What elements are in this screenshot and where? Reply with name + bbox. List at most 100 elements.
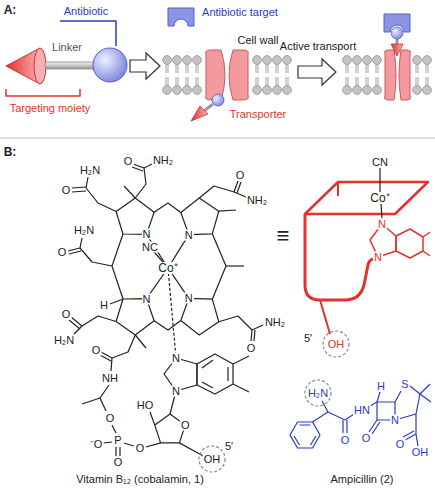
atom-label: O — [235, 170, 246, 181]
atom-label: H — [376, 381, 386, 392]
position-label: 5' — [303, 333, 313, 344]
atom-label: O — [105, 413, 116, 424]
cobalamin-structure — [234, 192, 246, 197]
b12-schematic — [305, 182, 430, 334]
atom-label: H — [99, 300, 109, 311]
atom-label: O — [246, 343, 257, 354]
ampicillin-structure — [420, 394, 431, 402]
atom-label: O — [113, 457, 124, 468]
atom-label: O — [180, 420, 191, 431]
transporter — [229, 50, 248, 100]
part-label: Cell wall — [237, 35, 280, 46]
transporter — [206, 50, 225, 100]
ampicillin-structure — [313, 412, 329, 422]
ampicillin-structure — [377, 392, 380, 402]
cobalamin-structure — [226, 265, 244, 266]
atom-label: ⁻O — [89, 439, 104, 450]
part-label: Antibiotic target — [201, 7, 279, 18]
released-conjugate — [391, 27, 403, 56]
atom-label: O — [123, 156, 134, 167]
cobalamin-structure — [135, 335, 146, 348]
cobalamin-structure — [154, 203, 181, 213]
b12-schematic — [396, 229, 423, 258]
small-conjugate — [212, 94, 224, 106]
cobalamin-structure — [100, 398, 106, 411]
cobalamin-structure — [111, 358, 112, 371]
part-label: Transporter — [229, 109, 287, 120]
ampicillin-structure — [328, 412, 345, 420]
atom-label: N — [184, 293, 194, 304]
cobalamin-structure — [124, 443, 134, 446]
cobalamin-structure — [219, 210, 236, 211]
atom-label: N — [142, 293, 152, 304]
cobalamin-structure — [132, 164, 144, 171]
atom-label: Co⁺ — [157, 262, 178, 274]
atom-label: OH — [203, 454, 222, 465]
conjugate — [34, 48, 46, 84]
cobalamin-structure — [197, 354, 233, 394]
b12-schematic — [337, 182, 339, 196]
cobalamin-structure — [100, 385, 109, 398]
b12-schematic — [423, 232, 430, 237]
transporter — [385, 50, 397, 100]
atom-label: P — [113, 435, 122, 446]
compound-caption: Ampicillin (2) — [330, 474, 395, 485]
cobalamin-structure — [135, 168, 146, 198]
conjugate — [6, 48, 127, 84]
conjugate — [93, 48, 127, 82]
atom-label: O — [340, 435, 351, 446]
cobalamin-structure — [146, 443, 161, 447]
ampicillin-structure — [410, 386, 420, 394]
panel-divider — [0, 138, 435, 139]
cell-membrane — [342, 55, 382, 95]
cobalamin-structure — [82, 398, 100, 404]
cobalamin-structure — [202, 360, 228, 388]
antibiotic-target — [168, 8, 194, 26]
ampicillin-structure — [416, 394, 420, 414]
cobalamin-structure — [110, 299, 123, 304]
atom-label: NH₂ — [152, 155, 174, 166]
cobalamin-structure — [124, 186, 135, 198]
small-conjugate — [191, 94, 224, 121]
cobalamin-structure — [112, 234, 123, 299]
atom-label: H₂N — [307, 388, 329, 399]
cell-membrane — [252, 55, 292, 95]
atom-label: O — [361, 433, 372, 444]
atom-label: O — [395, 439, 406, 450]
ampicillin-structure — [395, 391, 401, 402]
atom-label: OH — [411, 447, 430, 458]
ampicillin-structure — [420, 384, 430, 394]
highlight-circle — [323, 331, 349, 357]
cobalamin-structure — [80, 238, 82, 248]
cobalamin-structure — [68, 163, 263, 457]
atom-label: N — [142, 229, 152, 240]
part-label: Linker — [51, 42, 83, 53]
atom-label: H₂N — [79, 165, 101, 176]
panel-letter: A: — [3, 4, 18, 16]
atom-label: NC — [141, 242, 159, 253]
equivalence-sign: ≡ — [276, 225, 291, 247]
ampicillin-structure — [343, 420, 347, 433]
conjugate — [45, 62, 95, 69]
highlight-circle — [199, 446, 225, 472]
cobalamin-structure — [251, 330, 255, 341]
ampicillin-structure — [415, 414, 416, 434]
cobalamin-structure — [219, 316, 252, 330]
transporter — [399, 50, 411, 100]
released-conjugate — [391, 44, 403, 56]
atom-label: OH — [327, 339, 346, 350]
cobalamin-structure — [234, 181, 241, 193]
atom-label: N — [377, 219, 387, 230]
co-bonds — [379, 168, 380, 192]
co-bonds — [381, 204, 382, 218]
part-label: Antibiotic — [63, 6, 110, 17]
cobalamin-structure — [199, 186, 234, 198]
atom-label: HO — [136, 400, 155, 411]
targeting-bracket — [6, 89, 80, 96]
ampicillin-structure — [294, 425, 316, 445]
compound-caption: Vitamin B₁₂ (cobalamin, 1) — [75, 474, 205, 485]
atom-label: N — [390, 415, 400, 426]
transporter — [206, 50, 249, 100]
cobalamin-structure — [68, 248, 81, 254]
cobalamin-structure — [252, 325, 263, 330]
